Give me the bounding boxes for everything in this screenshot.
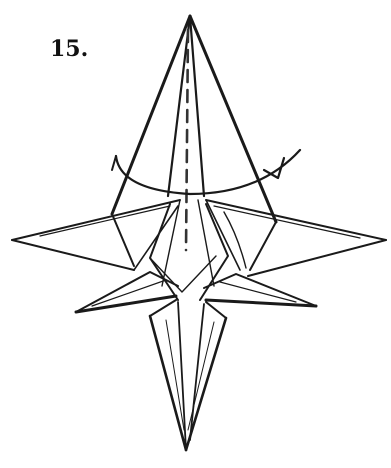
valley-fold-line (186, 30, 188, 250)
lower-left-point (76, 272, 178, 312)
center-flaps (150, 200, 228, 300)
right-point (206, 200, 386, 276)
turn-over-arrow (112, 150, 300, 194)
lower-right-point (204, 274, 316, 306)
bottom-point (150, 300, 226, 450)
top-point (112, 16, 276, 270)
left-point (12, 200, 180, 270)
